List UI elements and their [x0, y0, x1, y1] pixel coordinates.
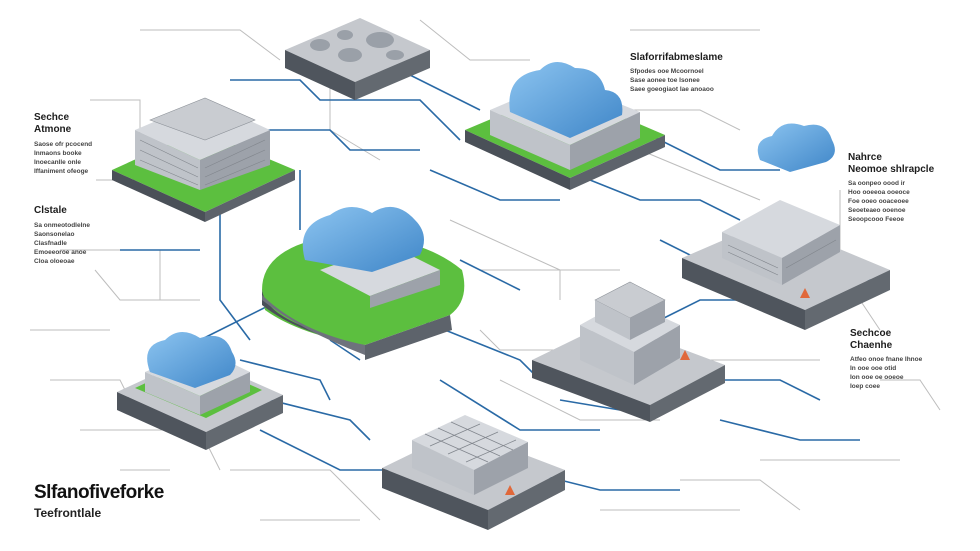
label-mid-left-line: Cloa oloeoae — [34, 258, 75, 265]
brand-subtitle: Teefrontlale — [34, 506, 102, 520]
label-top-center-title: Slaforrifabmeslame — [630, 52, 723, 63]
node-bottom-center-grid-building — [382, 415, 565, 530]
label-right-low-line: Ion ooe oe ooeoe — [850, 374, 904, 381]
label-top-left: Sechce Atmone Saose ofr pcocend Inmaons … — [34, 112, 92, 176]
node-top-rubble-slab — [285, 18, 430, 100]
node-right-mid-building — [682, 200, 890, 330]
label-right-mid-subtitle: Neomoe shlrapcle — [848, 164, 935, 175]
label-top-center: Slaforrifabmeslame Sfpodes ooe Mcoornoel… — [630, 52, 723, 94]
label-top-left-subtitle: Atmone — [34, 124, 72, 135]
label-right-mid-line: Seoeteaeo ooenoe — [848, 207, 906, 214]
label-top-left-line: Inoecanlle onle — [34, 159, 81, 166]
node-top-center-cloud-building — [465, 61, 665, 190]
label-right-low: Sechcoe Chaenhe Atfeo onoe fnane Ihnoe I… — [850, 328, 922, 391]
label-top-left-title: Sechce — [34, 112, 70, 123]
label-mid-left-line: Sa onmeotodlelne — [34, 222, 90, 229]
label-right-mid-line: Foe ooeo ooaceoee — [848, 198, 909, 205]
label-mid-left-line: Clasfnadle — [34, 240, 67, 247]
label-top-left-line: Inmaons booke — [34, 150, 82, 157]
label-right-mid: Nahrce Neomoe shlrapcle Sa oonpeo oood i… — [848, 152, 934, 224]
label-right-low-line: Atfeo onoe fnane Ihnoe — [850, 356, 923, 363]
node-bottom-left-cloud-building — [117, 331, 283, 450]
label-mid-left-line: Emoeeoroe anoe — [34, 249, 87, 256]
label-top-center-line: Sfpodes ooe Mcoornoel — [630, 68, 704, 75]
label-top-center-line: Sase aonee toe Isonee — [630, 77, 700, 84]
node-top-left-building — [112, 97, 295, 222]
node-center-cloud-island — [262, 206, 465, 360]
label-mid-left-line: Saonsonelao — [34, 231, 75, 238]
small-cloud-icon — [757, 123, 835, 172]
label-right-low-line: Ioep coee — [850, 383, 880, 390]
label-top-left-line: Saose ofr pcocend — [34, 141, 93, 148]
label-right-mid-line: Sa oonpeo oood ir — [848, 180, 906, 187]
gray-connector-lines — [30, 19, 941, 521]
label-right-low-line: In ooe ooe otid — [850, 365, 897, 372]
node-center-right-tower — [532, 281, 725, 422]
label-top-center-line: Saee goeogiaot Iae anoaoo — [630, 86, 714, 93]
label-right-low-subtitle: Chaenhe — [850, 340, 893, 351]
label-mid-left-title: Clstale — [34, 205, 67, 216]
brand-title: Slfanofiveforke — [34, 482, 164, 503]
label-right-mid-line: Hoo ooeeoa ooeoce — [848, 189, 910, 196]
label-right-mid-title: Nahrce — [848, 152, 882, 163]
label-top-left-line: Iffaniment ofeoge — [34, 168, 89, 175]
label-mid-left: Clstale Sa onmeotodlelne Saonsonelao Cla… — [34, 205, 90, 266]
label-right-mid-line: Seoopcooo Feeoe — [848, 216, 904, 223]
label-right-low-title: Sechcoe — [850, 328, 892, 339]
